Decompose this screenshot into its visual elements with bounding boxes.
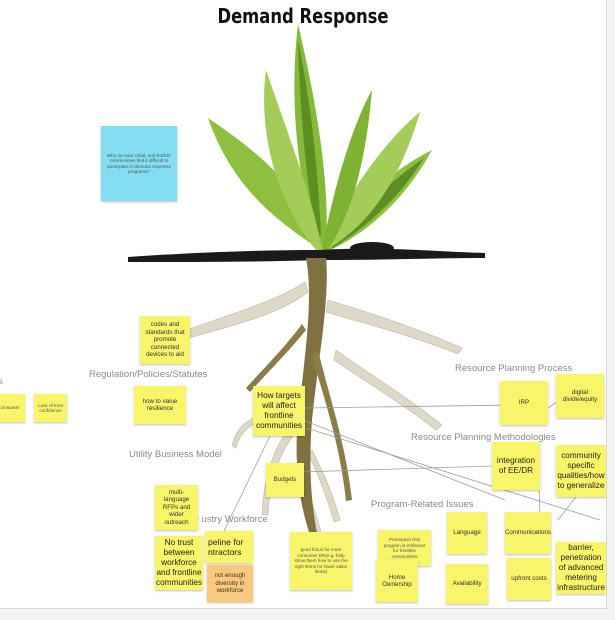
whiteboard-canvas[interactable]: Demand Response s Regulation/Policies/St…	[0, 0, 607, 609]
connector-lines	[209, 399, 604, 561]
sticky-left-cut-1[interactable]: consumer	[0, 394, 25, 422]
sticky-no-trust[interactable]: No trust between workforce and frontline…	[155, 536, 203, 590]
sticky-question[interactable]: Why do rural, tribal, and EJ/DIC communi…	[101, 126, 177, 201]
sticky-language[interactable]: Language	[447, 512, 487, 554]
sticky-codes[interactable]: codes and standards that promote connect…	[140, 316, 190, 364]
sticky-targets[interactable]: How targets will affect frontline commun…	[253, 386, 305, 436]
sticky-digital-divide[interactable]: digital divide/equity	[556, 374, 604, 418]
sticky-integration-ee-dr[interactable]: integration of EE/DR	[492, 442, 540, 490]
category-utility: Utility Business Model	[129, 449, 222, 460]
sticky-value-resilience[interactable]: how to value resilience	[134, 386, 186, 424]
sticky-home-ownership[interactable]: Home Ownership	[376, 560, 418, 602]
root-right-small	[307, 449, 341, 523]
sticky-communications[interactable]: Communications	[505, 512, 551, 554]
category-regulation: Regulation/Policies/Statutes	[89, 369, 208, 380]
sticky-multilingual[interactable]: multi-language RFPs and wider outreach	[155, 485, 198, 530]
sticky-not-enough-diversity[interactable]: not enough diversity in workforce	[207, 565, 253, 602]
sticky-upfront-costs[interactable]: upfront costs	[507, 558, 551, 600]
category-resource-methods: Resource Planning Methodologies	[411, 432, 556, 443]
root-branch-right	[312, 350, 352, 501]
leaf-right-tall	[322, 90, 372, 250]
leaf-center-left	[264, 70, 322, 250]
category-cut-left: s	[0, 376, 3, 387]
category-program: Program-Related Issues	[371, 499, 474, 510]
root-right	[325, 299, 463, 355]
root-right-lower	[333, 349, 443, 431]
sticky-pipeline[interactable]: peline for ntractors	[205, 531, 253, 563]
sticky-budgets[interactable]: Budgets	[266, 463, 304, 497]
sticky-barrier-ami[interactable]: barrier, penetration of advanced meterin…	[556, 542, 606, 594]
soil-line	[128, 248, 485, 262]
category-resource-process: Resource Planning Process	[455, 363, 573, 374]
root-branch-left	[246, 324, 306, 392]
category-workforce: D ustry Workforce	[192, 514, 268, 525]
leaf-left-outer	[208, 118, 322, 250]
plant-illustration	[128, 24, 604, 561]
sticky-left-cut-2[interactable]: Lack of trust confidence	[34, 394, 67, 422]
sticky-irp[interactable]: IRP	[500, 381, 548, 425]
page-title: Demand Response	[217, 4, 389, 28]
taproot	[296, 258, 327, 540]
sticky-community-specific[interactable]: community specific qualities/how to gene…	[556, 445, 606, 497]
sticky-availability[interactable]: Availability	[446, 564, 488, 604]
sticky-consumer-dr[interactable]: good focus for more consumer DR(e.g. hel…	[290, 532, 352, 590]
